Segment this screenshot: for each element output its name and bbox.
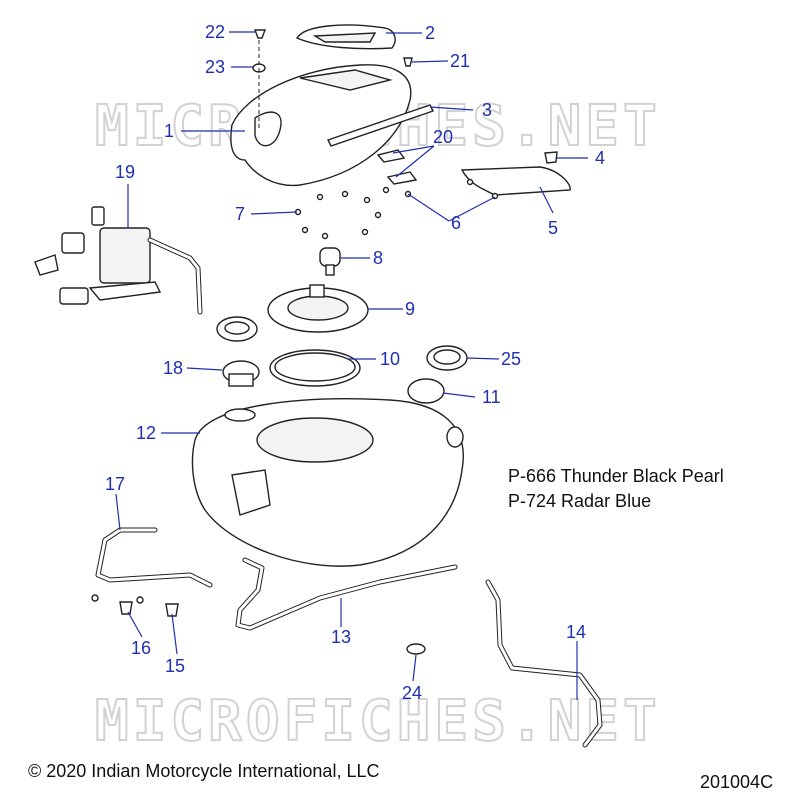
callout-10: 10 bbox=[380, 349, 400, 369]
color-note-2: P-724 Radar Blue bbox=[508, 491, 651, 511]
callout-20: 20 bbox=[433, 127, 453, 147]
callout-11: 11 bbox=[482, 387, 501, 407]
part-seals bbox=[216, 316, 468, 655]
callout-14: 14 bbox=[566, 622, 586, 642]
part-clips bbox=[376, 149, 418, 185]
callout-18: 18 bbox=[163, 358, 183, 378]
callout-3: 3 bbox=[482, 100, 492, 120]
callout-24: 24 bbox=[402, 683, 422, 703]
part-fuel-pump bbox=[34, 206, 203, 315]
callout-22: 22 bbox=[205, 22, 225, 42]
leader-lines bbox=[115, 31, 588, 700]
diagram-id: 201004C bbox=[700, 772, 773, 792]
callout-7: 7 bbox=[235, 204, 245, 224]
callout-8: 8 bbox=[373, 248, 383, 268]
callout-15: 15 bbox=[165, 656, 185, 676]
part-console-cover bbox=[230, 64, 412, 187]
part-flange bbox=[267, 284, 369, 333]
part-valve bbox=[319, 247, 341, 276]
callout-2: 2 bbox=[425, 23, 435, 43]
callout-1: 1 bbox=[164, 121, 174, 141]
part-fuel-tank bbox=[191, 398, 464, 567]
callout-6: 6 bbox=[451, 213, 461, 233]
callout-21: 21 bbox=[450, 51, 470, 71]
callout-17: 17 bbox=[105, 474, 125, 494]
part-screws bbox=[294, 178, 499, 240]
callout-4: 4 bbox=[595, 148, 605, 168]
part-grommet bbox=[544, 151, 558, 164]
callout-12: 12 bbox=[136, 423, 156, 443]
callout-5: 5 bbox=[548, 218, 558, 238]
callout-23: 23 bbox=[205, 57, 225, 77]
callout-9: 9 bbox=[405, 299, 415, 319]
part-trim-plate bbox=[295, 24, 396, 50]
callout-25: 25 bbox=[501, 349, 521, 369]
watermark-bottom: MICROFICHES.NET bbox=[95, 689, 661, 754]
part-fasteners-top bbox=[252, 29, 413, 130]
part-rubber-strip bbox=[327, 104, 434, 147]
part-bracket bbox=[460, 166, 571, 196]
copyright-text: © 2020 Indian Motorcycle International, … bbox=[28, 761, 379, 781]
callout-13: 13 bbox=[331, 627, 351, 647]
part-hose-clamps bbox=[91, 594, 179, 617]
callout-16: 16 bbox=[131, 638, 151, 658]
color-note-1: P-666 Thunder Black Pearl bbox=[508, 466, 724, 486]
callout-19: 19 bbox=[115, 162, 135, 182]
